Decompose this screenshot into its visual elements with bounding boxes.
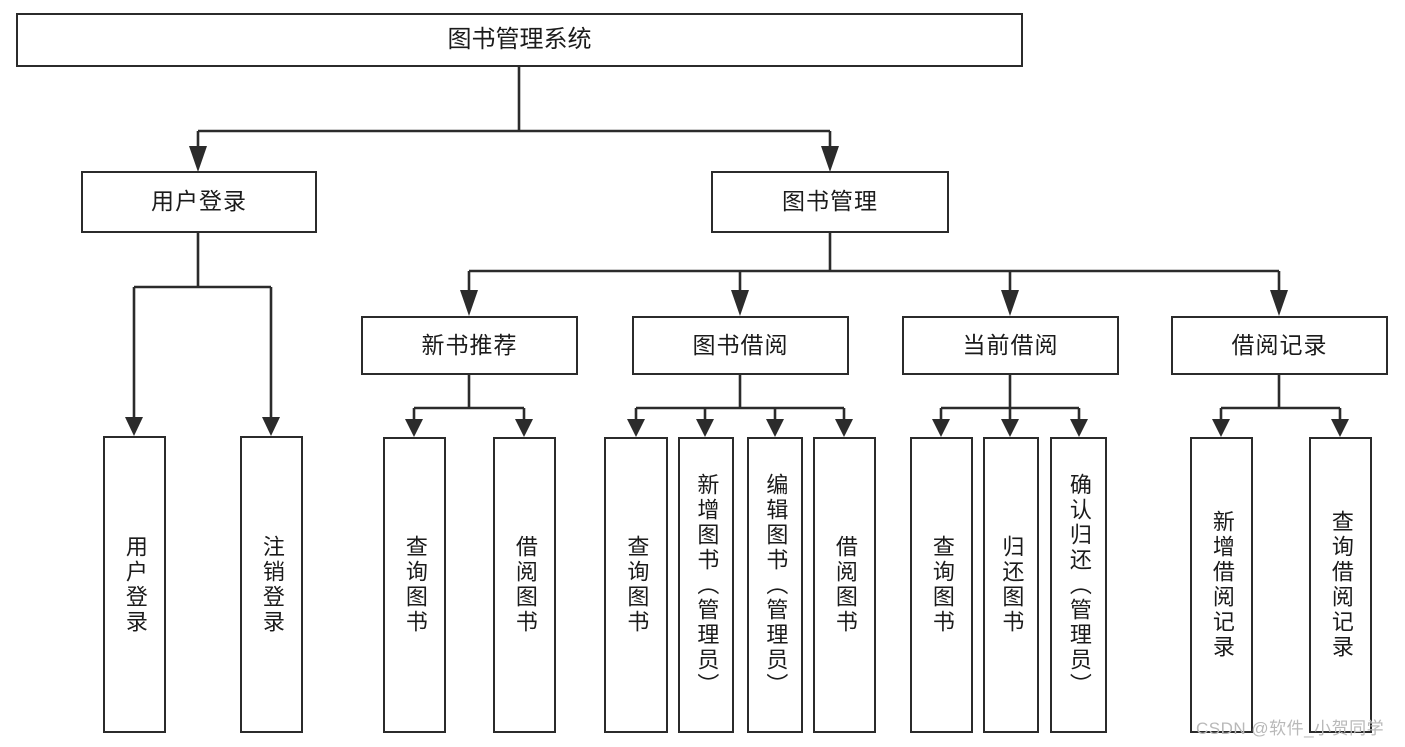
node-label: 查询图书 [624,535,650,635]
node-label: 图书管理 [782,188,878,215]
arrowhead-user-login [189,146,207,172]
leaf-add-borrow-record[interactable]: 新增借阅记录 [1190,437,1253,733]
node-book-management[interactable]: 图书管理 [711,171,949,233]
node-label: 用户登录 [122,534,148,635]
node-label: 新增借阅记录 [1209,510,1235,660]
leaf-query-books-new[interactable]: 查询图书 [383,437,446,733]
node-current-borrowing[interactable]: 当前借阅 [902,316,1119,375]
node-label: 查询图书 [929,535,955,635]
arrowhead-leaf-10 [1001,419,1019,437]
leaf-return-books[interactable]: 归还图书 [983,437,1039,733]
arrowhead-leaf-11 [1070,419,1088,437]
node-user-login[interactable]: 用户登录 [81,171,317,233]
node-label: 图书借阅 [692,331,789,358]
node-book-borrowing[interactable]: 图书借阅 [632,316,849,375]
arrowhead-leaf-2 [262,417,280,436]
arrowhead-leaf-9 [932,419,950,437]
arrowhead-new-book [460,290,478,316]
arrowhead-current-borrow [1001,290,1019,316]
leaf-borrow-books[interactable]: 借阅图书 [813,437,876,733]
node-label: 当前借阅 [962,331,1059,358]
node-label: 查询图书 [402,535,428,635]
arrowhead-leaf-1 [125,417,143,436]
arrowhead-leaf-8 [835,419,853,437]
arrowhead-leaf-12 [1212,419,1230,437]
leaf-query-books-borrow[interactable]: 查询图书 [604,437,668,733]
node-root-book-management-system[interactable]: 图书管理系统 [16,13,1023,67]
node-label: 图书管理系统 [447,25,592,53]
arrowhead-leaf-6 [696,419,714,437]
node-label: 注销登录 [259,534,285,635]
node-borrowing-records[interactable]: 借阅记录 [1171,316,1388,375]
leaf-logout[interactable]: 注销登录 [240,436,303,733]
node-label: 借阅图书 [512,535,538,635]
leaf-borrow-books-new[interactable]: 借阅图书 [493,437,556,733]
arrowhead-borrow-record [1270,290,1288,316]
node-label: 借阅记录 [1231,331,1328,358]
node-label: 新增图书（管理员） [694,472,720,698]
node-label: 借阅图书 [832,535,858,635]
node-label: 确认归还（管理员） [1066,472,1092,698]
watermark-csdn: CSDN @软件_小贺同学 [1196,719,1385,738]
arrowhead-leaf-13 [1331,419,1349,437]
node-label: 用户登录 [151,188,247,215]
node-new-book-recommendation[interactable]: 新书推荐 [361,316,578,375]
arrowhead-book-mgmt [821,146,839,172]
arrowhead-borrow-book [731,290,749,316]
leaf-query-borrow-record[interactable]: 查询借阅记录 [1309,437,1372,733]
arrowhead-leaf-3 [405,419,423,437]
arrowhead-leaf-7 [766,419,784,437]
leaf-add-book-admin[interactable]: 新增图书（管理员） [678,437,734,733]
leaf-user-login[interactable]: 用户登录 [103,436,166,733]
node-label: 新书推荐 [421,331,518,358]
node-label: 查询借阅记录 [1328,510,1354,660]
arrowhead-leaf-4 [515,419,533,437]
arrowhead-leaf-5 [627,419,645,437]
leaf-query-books-current[interactable]: 查询图书 [910,437,973,733]
leaf-edit-book-admin[interactable]: 编辑图书（管理员） [747,437,803,733]
leaf-confirm-return-admin[interactable]: 确认归还（管理员） [1050,437,1107,733]
node-label: 归还图书 [999,535,1025,635]
node-label: 编辑图书（管理员） [763,472,789,698]
